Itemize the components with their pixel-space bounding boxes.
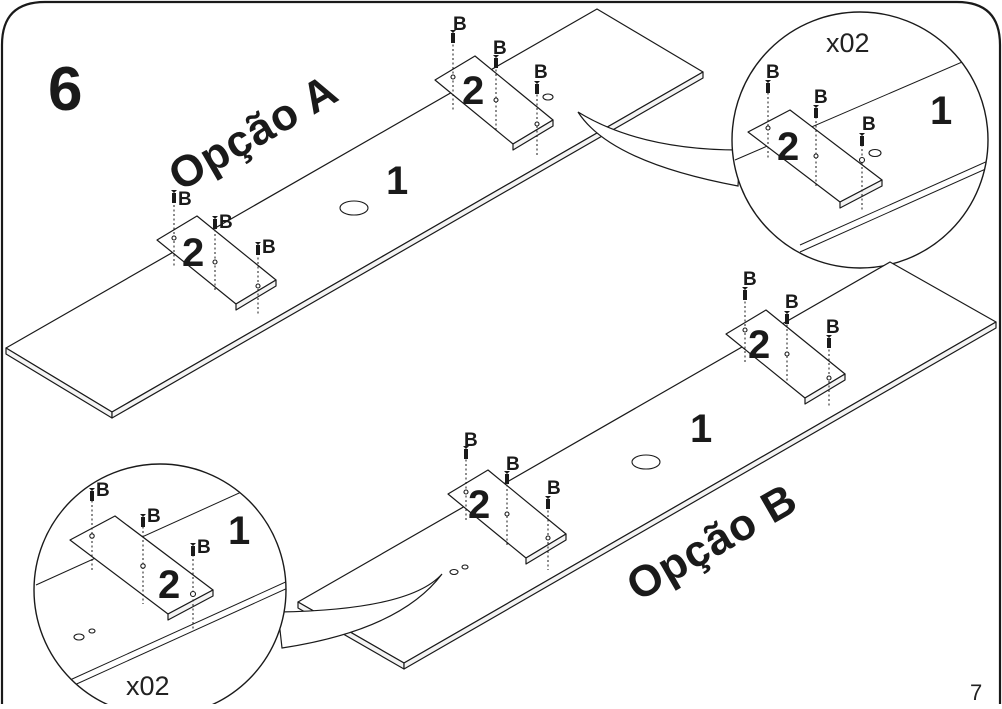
board-hole (339, 200, 369, 216)
screw-icon (784, 311, 790, 324)
screw-label: B (197, 537, 211, 558)
option-a-assembly: 1 Opção A 2 B B B 2 (5, 8, 741, 419)
page-number: 7 (970, 680, 982, 704)
bracket-label: 2 (158, 563, 180, 607)
screw-label: B (766, 62, 780, 83)
screw-label: B (506, 454, 520, 475)
screw-icon (171, 190, 177, 203)
screw-label: B (743, 269, 757, 290)
screw-label: B (534, 62, 548, 83)
screw-label: B (826, 317, 840, 338)
bracket-part-right: 2 B B B (434, 14, 554, 156)
screw-icon (255, 242, 261, 255)
screw-label: B (219, 212, 233, 233)
bracket-part-left: 2 B B B (156, 189, 277, 316)
bracket-label: 2 (468, 483, 490, 527)
screw-label: B (262, 237, 276, 258)
detail-view-option-a: x02 B B B 2 1 (731, 11, 989, 269)
bracket-label: 2 (777, 125, 799, 169)
board-hole (631, 454, 661, 470)
board-label: 1 (930, 89, 952, 133)
bracket-label: 2 (748, 323, 770, 367)
screw-label: B (547, 478, 561, 499)
bracket-label: 2 (462, 69, 484, 113)
board-label: 1 (228, 509, 250, 553)
screw-label: B (814, 87, 828, 108)
screw-label: B (785, 292, 799, 313)
board-label-option-a: 1 (386, 159, 408, 203)
screw-icon (493, 55, 499, 68)
screw-icon (826, 335, 832, 348)
option-b-assembly: 1 Opção B 2 B B B 2 (277, 261, 997, 670)
quantity-label: x02 (126, 671, 170, 701)
screw-label: B (453, 14, 467, 35)
screw-label: B (493, 38, 507, 59)
screw-icon (212, 216, 218, 229)
screw-label: B (862, 114, 876, 135)
screw-label: B (464, 430, 478, 451)
screw-label: B (96, 480, 110, 501)
bracket-part-back: 2 B B B (725, 269, 846, 408)
screw-label: B (178, 189, 192, 210)
step-number: 6 (48, 55, 82, 124)
quantity-label: x02 (826, 28, 870, 58)
screw-icon (742, 287, 748, 300)
screw-icon (545, 496, 551, 509)
screw-icon (534, 81, 540, 94)
screw-icon (504, 471, 510, 484)
bracket-label: 2 (182, 231, 204, 275)
screw-icon (450, 30, 456, 43)
screw-label: B (147, 506, 161, 527)
board-label-option-b: 1 (690, 407, 712, 451)
bracket-part-front: 2 B B B (447, 430, 567, 570)
screw-icon (463, 446, 469, 459)
detail-view-option-b: B B B 2 1 x02 (33, 463, 287, 709)
